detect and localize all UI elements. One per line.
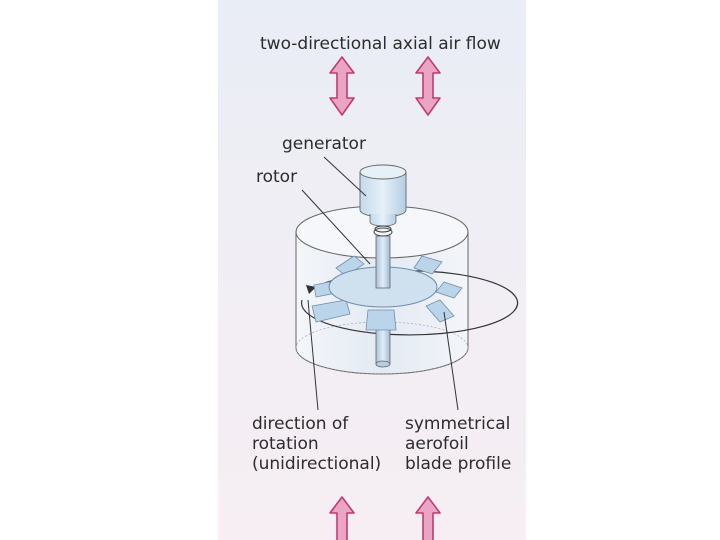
airflow-label: two-directional axial air flow: [260, 34, 501, 54]
upper-shaft: [375, 235, 391, 289]
blade-profile-label: symmetrical aerofoil blade profile: [405, 414, 511, 474]
airflow-arrow-right-top: [415, 56, 441, 116]
diagram-panel: two-directional axial air flow generator…: [218, 0, 526, 540]
blade-profile-line-2: aerofoil: [405, 434, 469, 454]
wells-turbine-diagram: [295, 56, 519, 540]
blade-profile-line-1: symmetrical: [405, 414, 511, 434]
rotation-direction-line-1: direction of: [252, 414, 349, 434]
generator-unit: [359, 164, 407, 233]
rotor-label: rotor: [256, 167, 298, 187]
leader-lines: [301, 156, 459, 411]
blade-profile-line-3: blade profile: [405, 454, 512, 474]
airflow-arrow-left-bottom: [329, 496, 355, 540]
generator-label: generator: [282, 134, 366, 154]
rotation-direction-line-2: rotation: [252, 434, 319, 454]
rotation-direction-line-3: (unidirectional): [252, 454, 382, 474]
airflow-arrow-right-bottom: [415, 496, 441, 540]
airflow-arrow-left-top: [329, 56, 355, 116]
rotation-direction-label: direction of rotation (unidirectional): [252, 414, 381, 474]
